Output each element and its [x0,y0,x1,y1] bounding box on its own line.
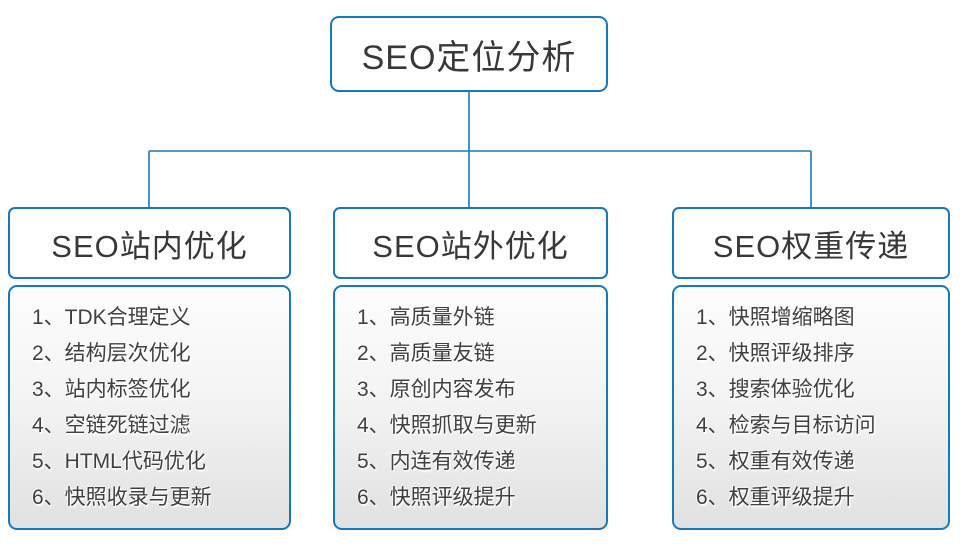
list-item: 5、内连有效传递 [357,450,516,473]
list-item: 6、权重评级提升 [696,486,855,509]
list-item: 4、检索与目标访问 [696,414,876,437]
list-item: 5、权重有效传递 [696,450,855,473]
branch-item-list: 1、高质量外链 2、高质量友链 3、原创内容发布 4、快照抓取与更新 5、内连有… [333,285,608,530]
list-item: 1、快照增缩略图 [696,306,855,329]
list-item: 2、结构层次优化 [32,342,191,365]
root-node-seo-positioning: SEO定位分析 [330,16,608,92]
list-item: 6、快照评级提升 [357,486,516,509]
list-item: 3、站内标签优化 [32,378,191,401]
list-item: 1、高质量外链 [357,306,495,329]
list-item: 4、快照抓取与更新 [357,414,537,437]
list-item: 4、空链死链过滤 [32,414,191,437]
root-node-label: SEO定位分析 [361,38,577,77]
list-item: 1、TDK合理定义 [32,306,191,329]
list-item: 2、高质量友链 [357,342,495,365]
branch-weight-transfer: SEO权重传递 1、快照增缩略图 2、快照评级排序 3、搜索体验优化 4、检索与… [672,207,950,530]
branch-onsite-optimization: SEO站内优化 1、TDK合理定义 2、结构层次优化 3、站内标签优化 4、空链… [8,207,291,530]
branch-item-list: 1、TDK合理定义 2、结构层次优化 3、站内标签优化 4、空链死链过滤 5、H… [8,285,291,530]
list-item: 6、快照收录与更新 [32,486,212,509]
list-item: 2、快照评级排序 [696,342,855,365]
list-item: 5、HTML代码优化 [32,450,206,473]
branch-title: SEO权重传递 [672,207,950,279]
list-item: 3、搜索体验优化 [696,378,855,401]
branch-offsite-optimization: SEO站外优化 1、高质量外链 2、高质量友链 3、原创内容发布 4、快照抓取与… [333,207,608,530]
branch-item-list: 1、快照增缩略图 2、快照评级排序 3、搜索体验优化 4、检索与目标访问 5、权… [672,285,950,530]
list-item: 3、原创内容发布 [357,378,516,401]
branch-title: SEO站外优化 [333,207,608,279]
branch-title: SEO站内优化 [8,207,291,279]
